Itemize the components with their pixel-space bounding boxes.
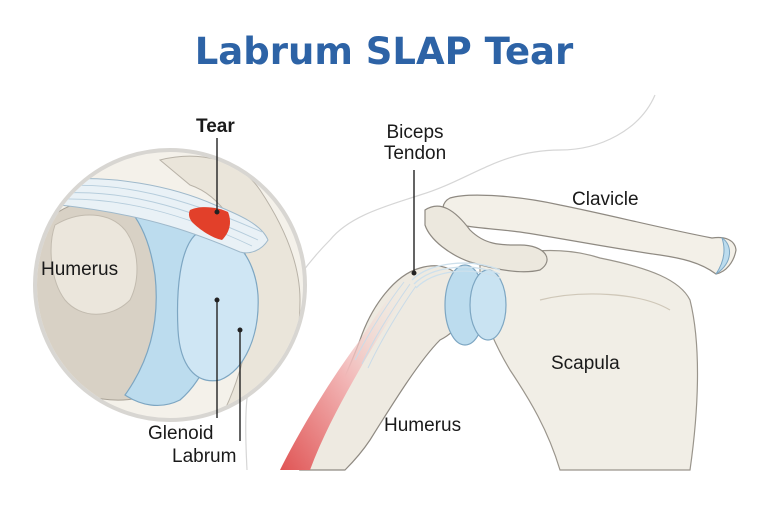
label-biceps-line1: Biceps xyxy=(386,122,444,143)
label-main-humerus: Humerus xyxy=(384,415,462,436)
clavicle-bone xyxy=(424,194,737,275)
label-biceps-tendon: Biceps Tendon xyxy=(350,122,480,164)
glenoid-cartilage xyxy=(444,264,507,346)
label-labrum: Labrum xyxy=(172,446,237,467)
label-glenoid: Glenoid xyxy=(148,423,214,444)
diagram-title: Labrum SLAP Tear xyxy=(194,30,574,73)
leader-lines xyxy=(214,138,417,441)
label-inset-humerus: Humerus xyxy=(41,259,119,280)
inset-magnified-view xyxy=(33,148,307,422)
label-scapula: Scapula xyxy=(551,353,620,374)
label-tear: Tear xyxy=(196,116,235,137)
scapula-bone xyxy=(479,249,699,471)
biceps-tendon xyxy=(411,262,501,289)
label-clavicle: Clavicle xyxy=(572,189,639,210)
label-biceps-line2: Tendon xyxy=(383,143,447,164)
humerus-bone xyxy=(280,265,467,471)
